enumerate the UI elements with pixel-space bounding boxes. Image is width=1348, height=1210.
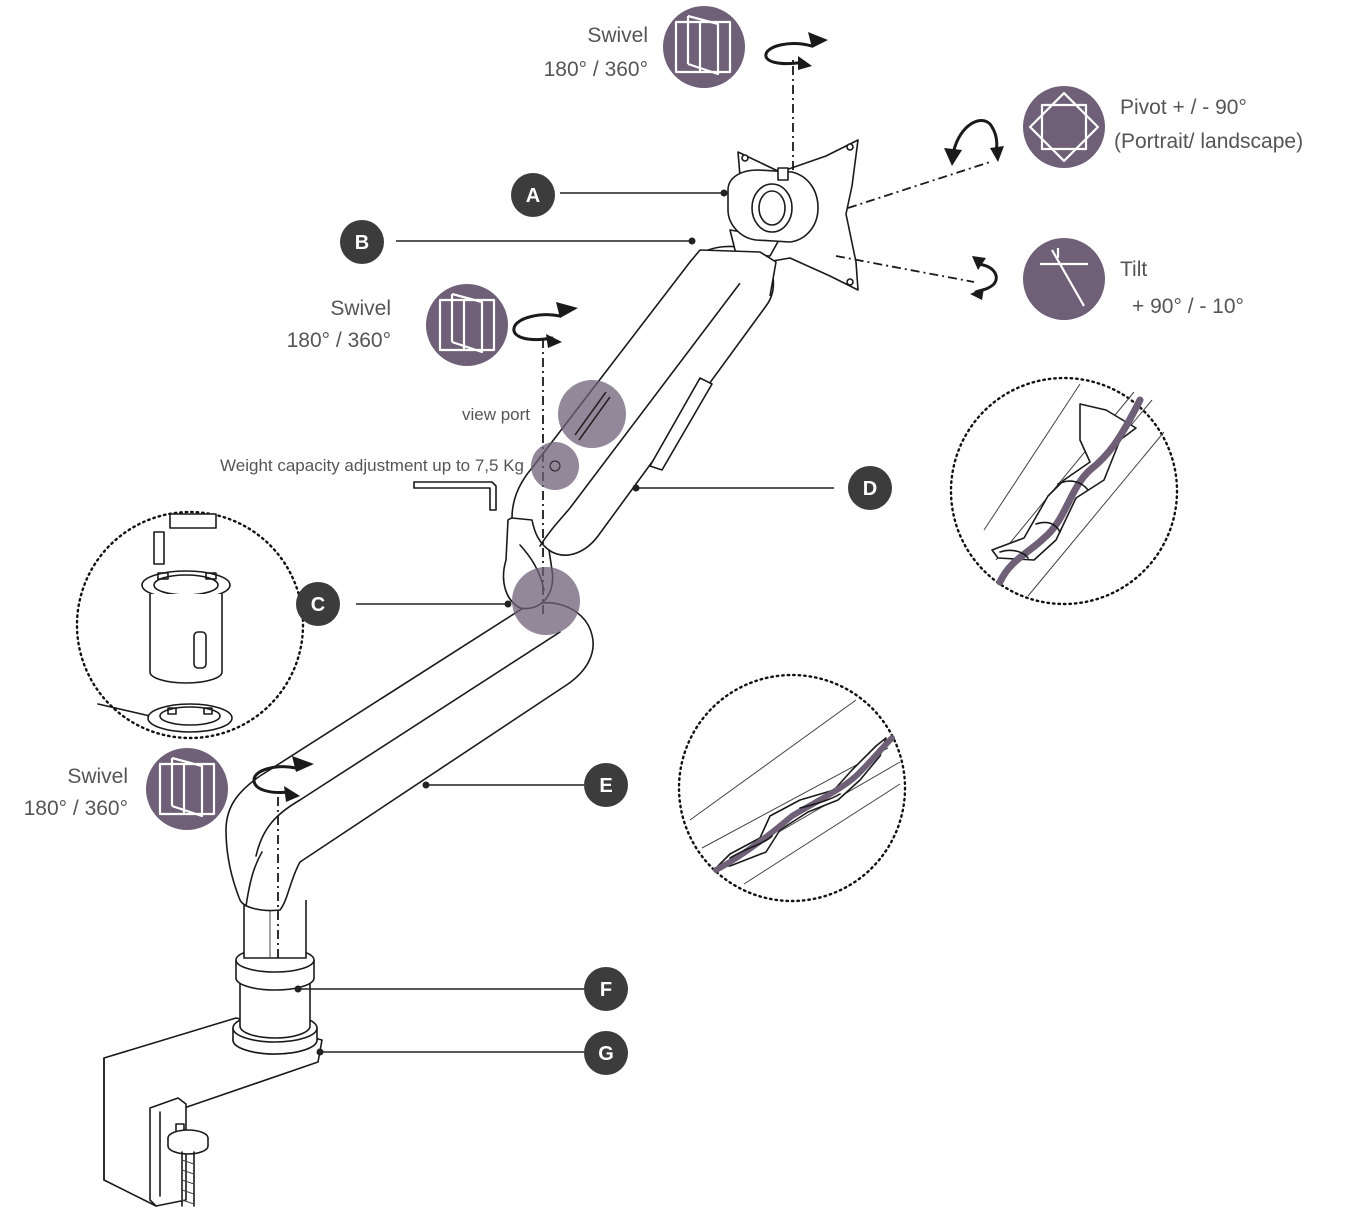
tilt-label-title: Tilt (1120, 258, 1147, 281)
swivel-low-arrow-icon (252, 756, 314, 802)
svg-text:F: F (600, 979, 612, 1001)
lower-arm (225, 601, 594, 912)
pivot-label-line2: (Portrait/ landscape) (1114, 130, 1303, 153)
weight-capacity-label: Weight capacity adjustment up to 7,5 Kg (220, 456, 524, 475)
badge-f: F (584, 967, 628, 1011)
tilt-arrow-icon (970, 256, 998, 300)
swivel-mid-arrow-icon (512, 302, 578, 348)
swivel-top-value: 180° / 360° (544, 58, 648, 81)
detail-cable-clip-upper (949, 376, 1179, 606)
pivot-icon (1023, 86, 1105, 168)
tilt-icon (1023, 238, 1105, 320)
leader-lines (294, 189, 834, 1056)
svg-text:G: G (598, 1043, 614, 1065)
detail-grommet-circle (75, 510, 305, 740)
badge-d: D (848, 466, 892, 510)
swivel-low-value: 180° / 360° (24, 797, 128, 820)
swivel-mid-icon (426, 284, 508, 366)
elbow-marker (512, 567, 580, 635)
weight-adjust-marker (531, 442, 579, 490)
hex-key-icon (413, 481, 497, 511)
svg-text:B: B (355, 232, 369, 254)
badge-e: E (584, 763, 628, 807)
svg-text:A: A (526, 185, 540, 207)
view-port-marker (558, 380, 626, 448)
badge-c: C (296, 582, 340, 626)
swivel-top-icon (663, 6, 745, 88)
svg-text:D: D (863, 478, 877, 500)
detail-cable-clip-lower (677, 673, 907, 903)
pole-assembly (232, 900, 318, 1055)
swivel-top-arrow-icon (764, 32, 828, 70)
desk-clamp (103, 1017, 323, 1207)
monitor-head (689, 139, 859, 297)
swivel-mid-title: Swivel (330, 297, 391, 320)
upper-arm (511, 245, 775, 556)
badge-g: G (584, 1031, 628, 1075)
badge-b: B (340, 220, 384, 264)
pivot-label-line1: Pivot + / - 90° (1120, 96, 1247, 119)
tilt-label-value: + 90° / - 10° (1132, 295, 1244, 318)
badge-a: A (511, 173, 555, 217)
swivel-top-title: Swivel (587, 24, 648, 47)
swivel-mid-value: 180° / 360° (287, 329, 391, 352)
rotation-arrows (252, 32, 1004, 802)
svg-text:E: E (599, 775, 612, 797)
svg-text:C: C (311, 594, 325, 616)
highlight-markers (512, 380, 626, 635)
view-port-label: view port (462, 405, 530, 424)
pivot-arrow-icon (944, 118, 1004, 166)
swivel-low-title: Swivel (67, 765, 128, 788)
swivel-low-icon (146, 748, 228, 830)
